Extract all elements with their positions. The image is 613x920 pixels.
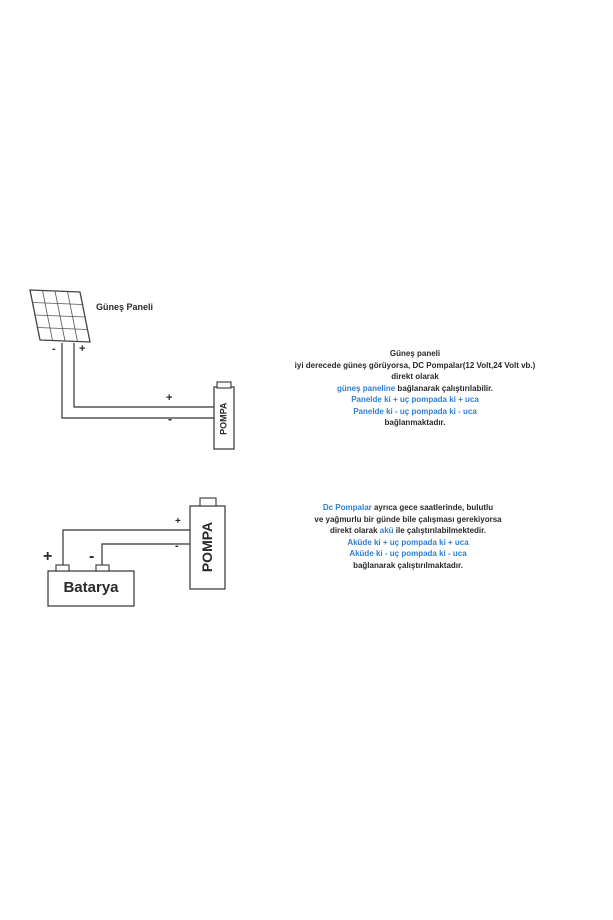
- battery-plus-sign: +: [43, 548, 53, 565]
- battery-pump-label: POMPA: [199, 521, 215, 573]
- desc1-line4: güneş paneline bağlanarak çalıştırılabil…: [260, 383, 570, 395]
- panel-minus-sign: -: [52, 343, 56, 355]
- panel-cell-line: [67, 291, 78, 342]
- desc2-line4: Aküde ki + uç pompada ki + uca: [347, 537, 469, 547]
- desc2-line6: bağlanarak çalıştırılmaktadır.: [353, 560, 463, 570]
- solar-wire-minus-sign: -: [168, 412, 172, 426]
- battery-pump: [189, 497, 226, 590]
- solar-pump-label: POMPA: [218, 402, 229, 435]
- desc2-line3-pre: direkt olarak: [329, 526, 380, 535]
- panel-plus-sign: +: [79, 343, 86, 355]
- desc1-line6: Panelde ki - uç pompada ki - uca: [353, 406, 477, 416]
- battery: [47, 564, 135, 607]
- desc1-line3: direkt olarak: [391, 372, 439, 381]
- desc2-line1-rest: ayrıca gece saatlerinde, bulutlu: [371, 503, 494, 512]
- battery-minus-sign: -: [89, 548, 95, 565]
- desc1-line7: bağlanmaktadır.: [384, 418, 446, 427]
- desc1-line1: Güneş paneli: [389, 349, 441, 358]
- desc2-line3-rest: ile çalıştırılabilmektedir.: [393, 526, 487, 535]
- desc2-line3: direkt olarak akü ile çalıştırılabilmekt…: [278, 525, 538, 537]
- solar-panel-label: Güneş Paneli: [96, 302, 154, 312]
- desc1-line2: iyi derecede güneş görüyorsa, DC Pompala…: [294, 360, 536, 370]
- desc2-line1: Dc Pompalar ayrıca gece saatlerinde, bul…: [278, 502, 538, 514]
- solar-wires: [61, 343, 214, 419]
- desc2-line1-highlight: Dc Pompalar: [322, 503, 372, 512]
- desc1-line4-highlight: güneş paneline: [336, 383, 396, 393]
- desc2-line5: Aküde ki - uç pompada ki - uca: [349, 549, 467, 558]
- desc1-line4-rest: bağlanarak çalıştırılabilir.: [395, 383, 494, 393]
- desc2-line3-highlight: akü: [379, 526, 394, 535]
- battery-wire-minus-sign: -: [175, 540, 179, 552]
- solar-wire-plus-sign: +: [166, 392, 173, 404]
- desc1-line5: Panelde ki + uç pompada ki + uca: [351, 395, 479, 404]
- solar-description: Güneş paneli iyi derecede güneş görüyors…: [260, 348, 570, 429]
- battery-label: Batarya: [63, 579, 119, 596]
- panel-cell-line: [34, 314, 86, 318]
- solar-panel: [29, 289, 91, 343]
- desc2-line2: ve yağmurlu bir günde bile çalışması ger…: [314, 514, 502, 524]
- panel-cell-line: [37, 327, 88, 330]
- solar-pump: [213, 381, 235, 450]
- battery-wire-plus-sign: +: [175, 516, 181, 527]
- battery-description: Dc Pompalar ayrıca gece saatlerinde, bul…: [278, 502, 538, 571]
- battery-wires: [62, 529, 190, 566]
